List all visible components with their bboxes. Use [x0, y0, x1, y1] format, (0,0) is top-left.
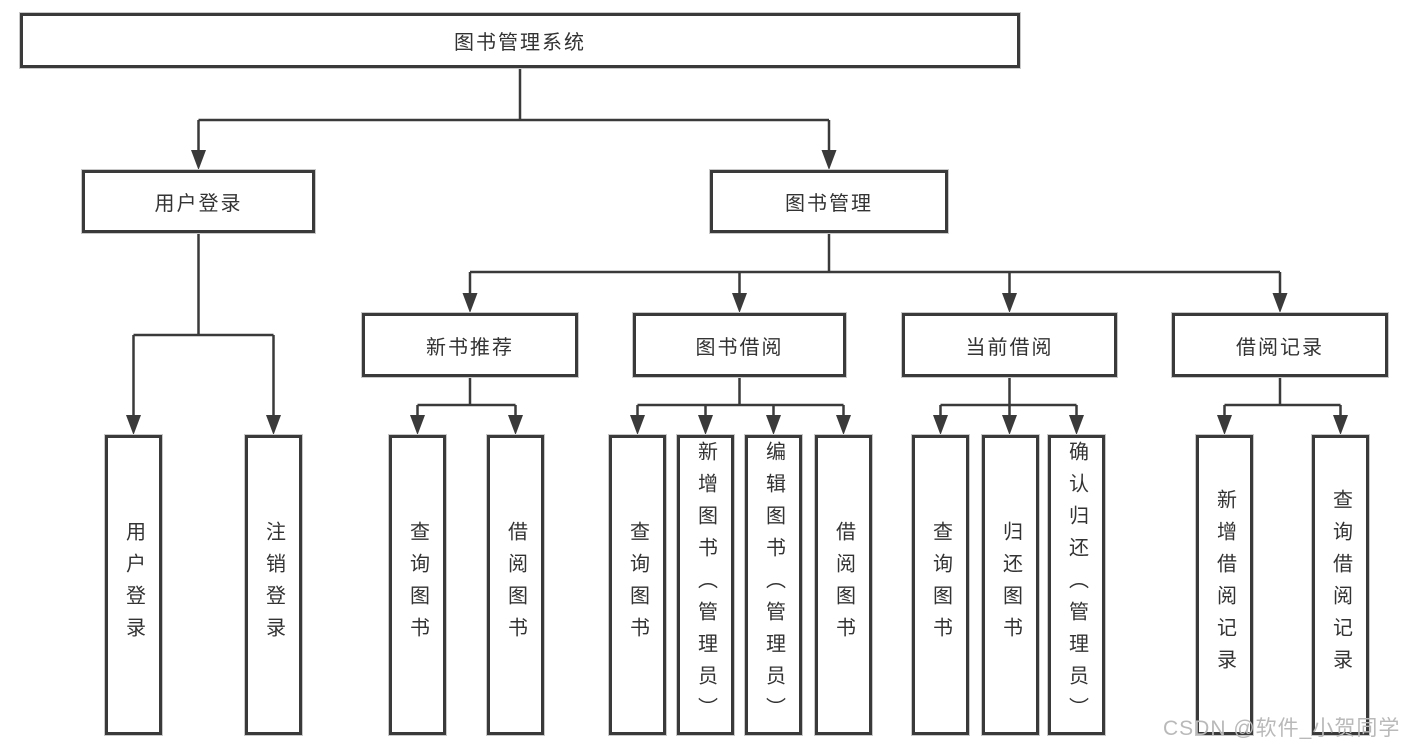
csdn-watermark: CSDN @软件_小贺同学 — [1163, 717, 1401, 740]
leaf-query-books-recommend: 查询图书 — [389, 435, 446, 735]
leaf-label: 归还图书 — [999, 521, 1022, 649]
leaf-query-borrow-record: 查询借阅记录 — [1312, 435, 1369, 735]
leaf-borrow-books-borrow: 借阅图书 — [815, 435, 872, 735]
node-book-borrow: 图书借阅 — [633, 313, 846, 377]
node-current-borrow: 当前借阅 — [902, 313, 1117, 377]
leaf-query-books-current: 查询图书 — [912, 435, 969, 735]
leaf-label: 借阅图书 — [504, 521, 527, 649]
leaf-borrow-books-recommend: 借阅图书 — [487, 435, 544, 735]
leaf-label: 编辑图书（管理员） — [762, 441, 785, 729]
node-root: 图书管理系统 — [20, 13, 1020, 68]
node-borrow-records: 借阅记录 — [1172, 313, 1388, 377]
node-book-management: 图书管理 — [710, 170, 948, 233]
leaf-label: 注销登录 — [262, 521, 285, 649]
leaf-label: 查询图书 — [929, 521, 952, 649]
leaf-confirm-return-admin: 确认归还（管理员） — [1048, 435, 1105, 735]
leaf-logout: 注销登录 — [245, 435, 302, 735]
leaf-label: 借阅图书 — [832, 521, 855, 649]
leaf-add-borrow-record: 新增借阅记录 — [1196, 435, 1253, 735]
node-new-book-recommend: 新书推荐 — [362, 313, 578, 377]
leaf-query-books-borrow: 查询图书 — [609, 435, 666, 735]
leaf-add-book-admin: 新增图书（管理员） — [677, 435, 734, 735]
leaf-label: 查询借阅记录 — [1329, 489, 1352, 681]
leaf-return-book: 归还图书 — [982, 435, 1039, 735]
leaf-label: 确认归还（管理员） — [1065, 441, 1088, 729]
node-user-login: 用户登录 — [82, 170, 315, 233]
leaf-label: 用户登录 — [122, 521, 145, 649]
leaf-user-login: 用户登录 — [105, 435, 162, 735]
leaf-label: 新增图书（管理员） — [694, 441, 717, 729]
leaf-label: 查询图书 — [406, 521, 429, 649]
leaf-edit-book-admin: 编辑图书（管理员） — [745, 435, 802, 735]
leaf-label: 查询图书 — [626, 521, 649, 649]
leaf-label: 新增借阅记录 — [1213, 489, 1236, 681]
